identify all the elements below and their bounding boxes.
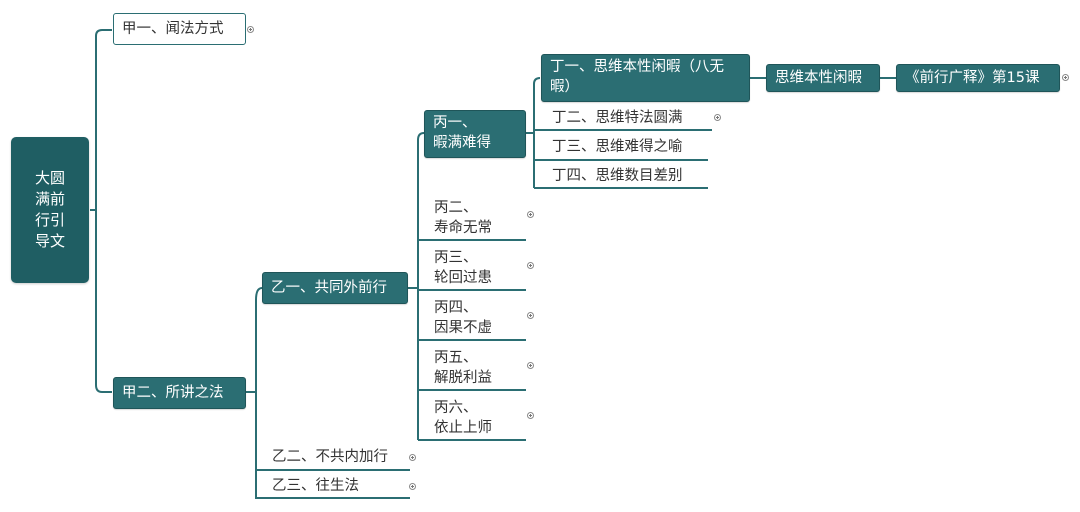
node-sub1[interactable]: 思维本性闲暇	[766, 64, 880, 92]
node-yi3[interactable]: 乙三、往生法	[268, 476, 408, 498]
connector-bing1-ding	[526, 77, 541, 134]
node-jia2[interactable]: 甲二、所讲之法	[113, 377, 246, 409]
bing5-line2: 解脱利益	[434, 370, 492, 386]
node-sub2[interactable]: 《前行广释》第15课	[896, 64, 1060, 92]
node-bing1[interactable]: 丙一、 暇满难得	[424, 110, 526, 158]
jia2-label: 甲二、所讲之法	[122, 385, 224, 401]
bing4-line1: 丙四、	[434, 300, 478, 316]
expand-yi3-icon[interactable]	[409, 483, 416, 490]
jia1-label: 甲一、闻法方式	[122, 21, 224, 37]
root-node[interactable]: 大圆满前行引导文	[11, 137, 89, 283]
expand-sub2-icon[interactable]	[1062, 74, 1069, 81]
yi3-label: 乙三、往生法	[272, 478, 359, 494]
expand-bing2-icon[interactable]	[527, 211, 534, 218]
node-bing5[interactable]: 丙五、 解脱利益	[430, 348, 526, 390]
ding1-line1: 丁一、思维本性闲暇（八无	[550, 59, 724, 75]
expand-bing4-icon[interactable]	[527, 312, 534, 319]
bing1-line1: 丙一、	[433, 115, 477, 131]
expand-bing3-icon[interactable]	[527, 262, 534, 269]
connector-root-jia2	[95, 210, 112, 393]
ding2-label: 丁二、思维特法圆满	[552, 110, 683, 126]
sub2-label: 《前行广释》第15课	[905, 70, 1040, 86]
yi1-label: 乙一、共同外前行	[271, 280, 387, 296]
node-bing2[interactable]: 丙二、 寿命无常	[430, 198, 526, 240]
node-bing4[interactable]: 丙四、 因果不虚	[430, 298, 526, 340]
node-ding1[interactable]: 丁一、思维本性闲暇（八无 暇）	[541, 54, 750, 102]
connector-yi1-bing	[408, 132, 425, 289]
connector-root-jia1	[90, 29, 112, 211]
node-bing6[interactable]: 丙六、 依止上师	[430, 398, 526, 440]
node-jia1[interactable]: 甲一、闻法方式	[113, 13, 246, 45]
connector-jia2-yi	[246, 287, 263, 393]
bing5-line1: 丙五、	[434, 350, 478, 366]
expand-yi2-icon[interactable]	[409, 454, 416, 461]
expand-bing5-icon[interactable]	[527, 362, 534, 369]
node-bing3[interactable]: 丙三、 轮回过患	[430, 248, 526, 290]
bing6-line1: 丙六、	[434, 400, 478, 416]
root-label: 大圆满前行引导文	[34, 169, 65, 250]
ding4-label: 丁四、思维数目差别	[552, 168, 683, 184]
expand-jia1-icon[interactable]	[247, 26, 254, 33]
yi2-label: 乙二、不共内加行	[272, 449, 388, 465]
bing3-line2: 轮回过患	[434, 270, 492, 286]
sub1-label: 思维本性闲暇	[775, 70, 862, 86]
bing2-line1: 丙二、	[434, 200, 478, 216]
connector-jia2-yi23	[255, 392, 410, 499]
bing1-line2: 暇满难得	[433, 135, 491, 151]
bing2-line2: 寿命无常	[434, 220, 492, 236]
node-ding4[interactable]: 丁四、思维数目差别	[548, 166, 708, 188]
expand-bing6-icon[interactable]	[527, 412, 534, 419]
node-ding2[interactable]: 丁二、思维特法圆满	[548, 108, 712, 130]
node-yi1[interactable]: 乙一、共同外前行	[262, 272, 408, 304]
bing3-line1: 丙三、	[434, 250, 478, 266]
node-yi2[interactable]: 乙二、不共内加行	[268, 447, 408, 469]
bing4-line2: 因果不虚	[434, 320, 492, 336]
ding1-line2: 暇）	[550, 79, 579, 95]
ding3-label: 丁三、思维难得之喻	[552, 139, 683, 155]
node-ding3[interactable]: 丁三、思维难得之喻	[548, 137, 708, 159]
bing6-line2: 依止上师	[434, 420, 492, 436]
expand-ding2-icon[interactable]	[714, 114, 721, 121]
